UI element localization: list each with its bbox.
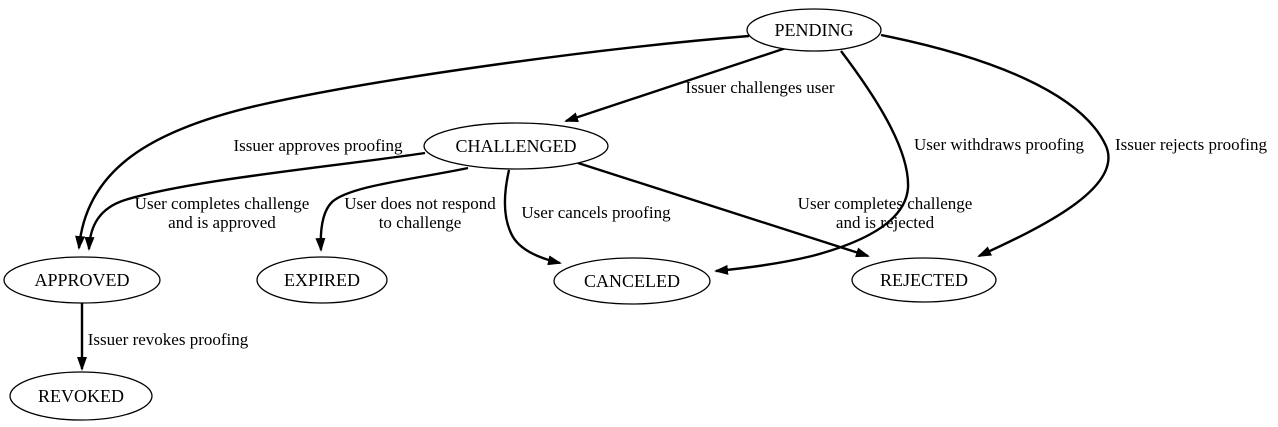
node-approved-ellipse — [3, 256, 161, 304]
node-canceled-ellipse — [553, 257, 711, 305]
node-rejected: REJECTED — [851, 257, 997, 303]
edge-label-challenged-canceled: User cancels proofing — [521, 203, 671, 222]
node-canceled-label: CANCELED — [584, 271, 680, 291]
edge-label-challenged-approved-line1: User completes challenge — [135, 194, 310, 213]
node-revoked: REVOKED — [9, 371, 153, 421]
edge-label-pending-challenged: Issuer challenges user — [685, 78, 835, 97]
edge-label-pending-rejected: Issuer rejects proofing — [1115, 135, 1268, 154]
node-challenged-ellipse — [423, 122, 609, 170]
node-pending-ellipse — [746, 8, 882, 52]
edge-label-challenged-rejected-line1: User completes challenge — [798, 194, 973, 213]
edge-label-pending-approved: Issuer approves proofing — [233, 136, 403, 155]
node-rejected-label: REJECTED — [880, 270, 968, 290]
edge-labels: Issuer challenges user Issuer approves p… — [88, 78, 1268, 349]
node-expired-label: EXPIRED — [284, 270, 360, 290]
node-pending-label: PENDING — [775, 20, 854, 40]
node-canceled: CANCELED — [553, 257, 711, 305]
edges — [75, 33, 1110, 371]
edge-label-challenged-expired-line1: User does not respond — [344, 194, 496, 213]
edge-challenged-rejected — [577, 161, 870, 258]
edge-pending-rejected — [880, 33, 1110, 258]
edge-challenged-approved — [84, 151, 426, 251]
node-expired: EXPIRED — [256, 256, 388, 304]
edge-pending-challenged — [564, 45, 790, 123]
edge-challenged-expired — [315, 166, 469, 252]
node-challenged-label: CHALLENGED — [456, 136, 577, 156]
edge-challenged-canceled — [503, 169, 562, 266]
node-challenged: CHALLENGED — [423, 122, 609, 170]
node-revoked-ellipse — [9, 371, 153, 421]
node-expired-ellipse — [256, 256, 388, 304]
nodes: PENDING CHALLENGED APPROVED EXPIRED CANC… — [3, 8, 997, 421]
edge-label-pending-canceled: User withdraws proofing — [914, 135, 1084, 154]
node-approved: APPROVED — [3, 256, 161, 304]
node-pending: PENDING — [746, 8, 882, 52]
node-rejected-ellipse — [851, 257, 997, 303]
edge-pending-approved — [75, 34, 750, 250]
edge-pending-canceled — [714, 50, 910, 275]
edge-label-challenged-rejected-line2: and is rejected — [836, 213, 935, 232]
node-revoked-label: REVOKED — [38, 386, 124, 406]
edge-label-challenged-expired-line2: to challenge — [379, 213, 462, 232]
edge-label-challenged-approved-line2: and is approved — [168, 213, 276, 232]
edge-label-approved-revoked: Issuer revokes proofing — [88, 330, 249, 349]
node-approved-label: APPROVED — [34, 270, 129, 290]
